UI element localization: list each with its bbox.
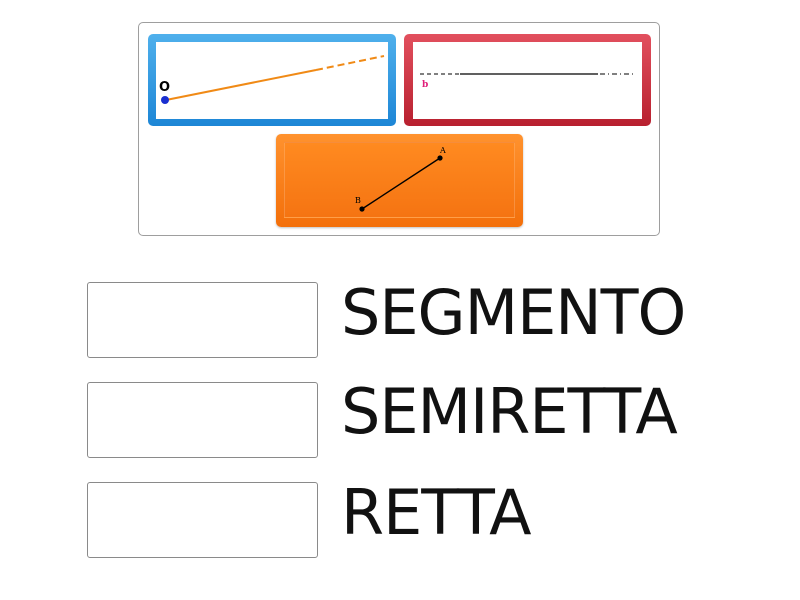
line-card-face <box>413 42 642 119</box>
ray-dashed-extension <box>315 55 385 71</box>
drop-box-semiretta[interactable] <box>87 382 318 458</box>
segment-card-face <box>284 142 515 218</box>
answer-label-semiretta: SEMIRETTA <box>341 375 678 448</box>
line-label: b <box>422 80 428 90</box>
ray-origin-label: O <box>159 80 170 95</box>
line-card[interactable]: b <box>404 34 651 126</box>
drop-box-retta[interactable] <box>87 482 318 558</box>
segment-figure: A B <box>355 146 446 212</box>
answer-label-retta: RETTA <box>341 476 532 549</box>
answer-label-segmento: SEGMENTO <box>341 276 686 349</box>
ray-origin-point <box>161 96 169 104</box>
ray-card[interactable]: O <box>148 34 396 126</box>
ray-figure: O <box>159 55 385 104</box>
segment-line <box>361 157 441 210</box>
segment-card[interactable]: A B <box>276 134 523 227</box>
ray-solid-line <box>165 69 317 101</box>
segment-label-b: B <box>355 196 361 205</box>
line-figure: b <box>420 73 634 90</box>
segment-point-a <box>437 155 443 161</box>
ray-card-face <box>156 42 388 119</box>
segment-point-b <box>359 206 365 212</box>
segment-label-a: A <box>439 146 446 155</box>
drop-box-segmento[interactable] <box>87 282 318 358</box>
